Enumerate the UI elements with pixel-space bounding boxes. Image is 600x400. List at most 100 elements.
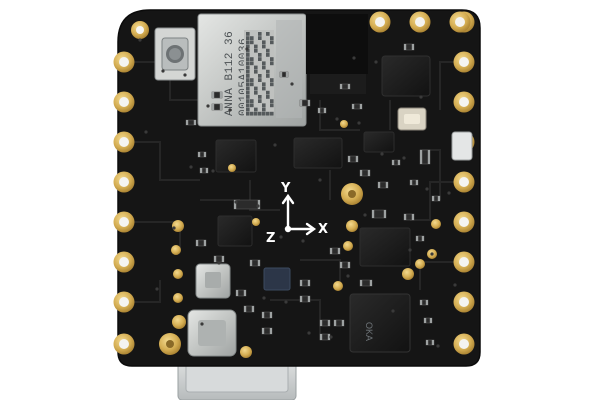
dm-cell [246,95,250,99]
smd-component [419,149,431,165]
pad-left [113,171,135,193]
via [402,268,414,280]
dm-cell [254,90,258,95]
castellated-pads-left [113,51,135,355]
passive-components [185,43,441,346]
pad-right [453,91,475,113]
pressure-sensor [187,309,237,357]
dm-cell [262,107,266,112]
micro-via [200,322,204,326]
dm-cell [246,53,250,57]
dm-cell [250,99,254,103]
micro-via [402,156,406,160]
smd-component [431,195,441,202]
pad-left [113,291,135,313]
micro-via [307,331,311,335]
dm-cell [246,82,250,87]
micro-via [262,296,266,300]
micro-via [273,143,277,147]
dm-cell [266,90,270,95]
micro-via [408,248,412,252]
smd-component [339,83,351,90]
smd-component [377,181,389,189]
axis-label-z: Z [266,231,275,246]
chip-marking: OKA [364,322,374,341]
dm-cell [258,53,262,57]
micro-via [425,187,429,191]
dm-cell [258,36,262,40]
pad-left [113,211,135,233]
dm-cell [250,103,254,108]
test-pads [138,38,457,358]
module-label-line1: ANNA B112 36 [224,31,236,116]
dm-cell [270,99,274,103]
axis-label-x: X [318,222,328,237]
pad-right [453,51,475,73]
smd-component [403,213,415,221]
smd-component [319,333,331,341]
dm-cell [246,74,250,78]
pad-left [113,333,135,355]
via [173,269,183,279]
smd-component [347,155,359,163]
micro-via [256,204,260,208]
smd-component [199,167,209,174]
ble-module: ANNA B112 36 00105A10036 [197,13,307,127]
right-edge-connector [451,131,473,161]
dm-cell [262,111,266,116]
smd-component [299,279,311,287]
pad-top [449,11,471,33]
micro-via [290,82,294,86]
via [240,346,252,358]
smd-component [425,339,435,346]
smd-component [403,43,415,51]
pad-right [453,211,475,233]
dm-cell [266,69,270,74]
trace [249,180,280,211]
smd-component [235,289,247,297]
dm-cell [246,65,250,70]
trace [439,61,458,110]
dm-cell [270,36,274,40]
micro-via [391,309,395,313]
pad-top [369,11,391,33]
smd-component [213,255,225,263]
smd-component [333,319,345,327]
smd-component [243,305,255,313]
dm-cell [246,32,250,36]
micro-via [279,235,283,239]
dm-cell [254,111,258,116]
micro-via [189,165,193,169]
smd-component [261,327,273,335]
dm-cell [246,86,250,91]
axis-label-y: Y [280,181,291,196]
dm-cell [246,36,250,40]
micro-via [172,226,176,230]
pad-right [453,333,475,355]
micro-via [380,152,384,156]
micro-via [284,300,288,304]
micro-via [453,283,457,287]
dm-cell [246,61,250,66]
micro-via [234,200,238,204]
micro-via [419,95,423,99]
pad-right [453,251,475,273]
via [171,245,181,255]
reset-button[interactable] [154,27,196,81]
pad-right [453,291,475,313]
micro-via [430,252,434,256]
trace [300,259,341,290]
dm-cell [246,69,250,74]
trace [130,141,200,181]
micro-via [144,130,148,134]
pcb-traces [130,61,458,340]
micro-via [335,117,339,121]
dm-cell [250,57,254,61]
smd-component [319,319,331,327]
micro-via [436,344,440,348]
smd-component [197,151,207,158]
micro-via [211,169,215,173]
smd-component [233,199,261,210]
